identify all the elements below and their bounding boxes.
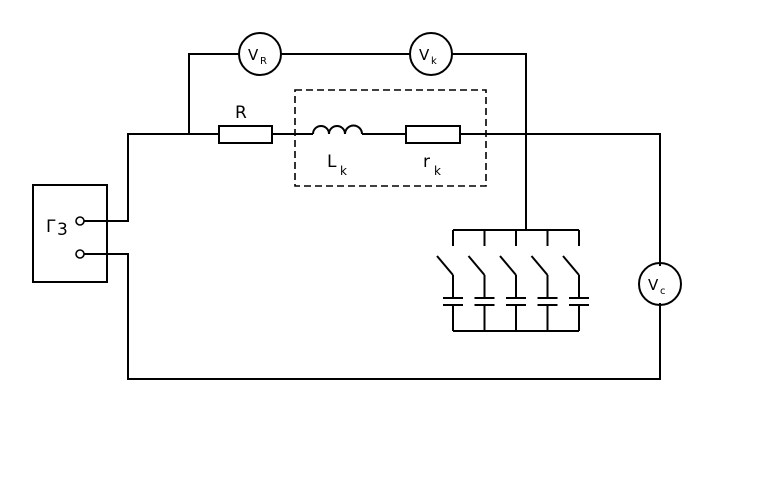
switch-blade — [562, 255, 580, 276]
coil-resistance-symbol: r — [423, 152, 430, 172]
generator-terminal-top — [75, 216, 85, 226]
voltmeter-vr-symbol: V — [248, 46, 259, 64]
coil-resistance-index: k — [434, 164, 441, 178]
inductor-lk: L k — [312, 124, 363, 178]
generator-box — [32, 184, 108, 283]
resistor-r-label: R — [235, 103, 247, 123]
voltmeter-vr-circle — [238, 32, 282, 76]
voltmeter-vk-index: k — [431, 56, 437, 67]
voltmeter-vk-circle — [409, 32, 453, 76]
wire-top-right — [460, 133, 661, 266]
resistor-r-body — [218, 125, 273, 144]
wire-vr-left — [188, 53, 240, 134]
voltmeter-vk: V k — [409, 32, 453, 76]
wire-bottom-return — [84, 253, 661, 380]
voltmeter-vc: V c — [638, 262, 682, 306]
cap-branch — [436, 230, 463, 331]
voltmeter-vc-circle — [638, 262, 682, 306]
coil-resistance-rk: r k — [405, 125, 461, 178]
resistor-r: R — [218, 103, 273, 144]
voltmeter-vk-symbol: V — [419, 46, 430, 64]
capacitor-bank — [436, 134, 589, 332]
switch-blade — [467, 255, 486, 276]
switch-blade — [436, 255, 454, 276]
inductor-symbol: L — [327, 152, 337, 172]
generator: Γ 3 — [32, 184, 108, 283]
generator-index: 3 — [57, 220, 68, 240]
inductor-index: k — [340, 164, 347, 178]
inductor-coil — [312, 124, 363, 135]
main-wires — [84, 133, 661, 380]
coil-resistance-body — [405, 125, 461, 144]
switch-blade — [530, 255, 549, 276]
cap-branch — [467, 230, 495, 331]
generator-terminal-bottom — [75, 249, 85, 259]
voltmeter-vc-index: c — [660, 286, 666, 297]
generator-symbol: Γ — [46, 217, 56, 237]
cap-branch — [562, 230, 589, 331]
wire-vk-right — [451, 53, 527, 230]
wire-generator-top — [84, 133, 219, 222]
switch-blade — [499, 255, 517, 276]
voltmeter-vc-symbol: V — [648, 276, 659, 294]
coil-enclosure — [294, 89, 487, 187]
cap-branch — [499, 230, 526, 331]
voltmeter-vr-index: R — [260, 56, 267, 67]
voltmeter-vr: V R — [238, 32, 282, 76]
cap-branch — [530, 230, 558, 331]
